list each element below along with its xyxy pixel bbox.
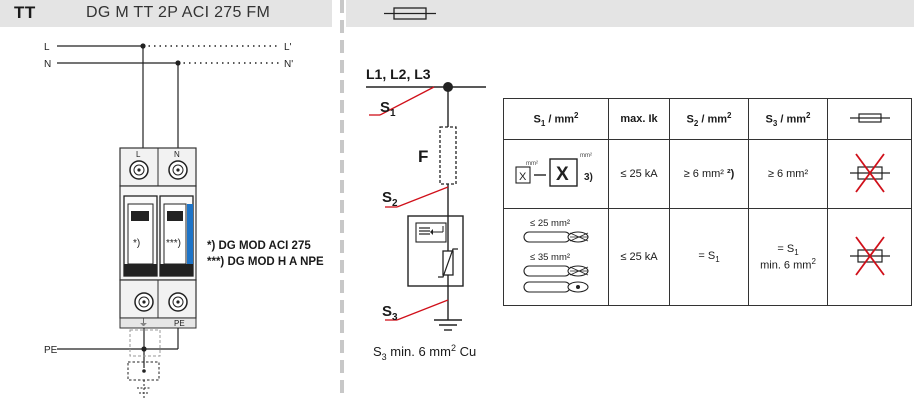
label-L-out: L' (284, 42, 292, 53)
s3-label: S3 (382, 303, 398, 323)
fuse-crossed-out-icon (849, 152, 890, 193)
label-L: L (44, 42, 50, 53)
terminal-screw-icon (168, 160, 188, 180)
row2-s3: = S1 min. 6 mm2 (748, 208, 828, 306)
header-s2: S2 / mm2 (669, 98, 749, 140)
label-N: N (44, 59, 51, 70)
module-left-mark: *) (133, 238, 140, 249)
terminal-screw-icon (168, 292, 188, 312)
table-row: X mm² X mm² 3) ≤ 25 kA ≥ 6 mm² ²) ≥ 6 mm… (503, 139, 912, 209)
row1-s2: ≥ 6 mm² ²) (669, 139, 749, 209)
module-note-1: *) DG MOD ACI 275 (207, 240, 311, 252)
header-fuse (827, 98, 912, 140)
fuse-label: F (418, 147, 428, 166)
module-right (159, 195, 194, 277)
row1-s1-cell: X mm² X mm² 3) (503, 139, 609, 209)
row2-s2: = S1 (669, 208, 749, 306)
panel-divider (340, 0, 344, 400)
fuse-crossed-out-icon (849, 235, 890, 276)
header-max-ik: max. Ik (608, 98, 670, 140)
module-note-2: ***) DG MOD H A NPE (207, 256, 324, 268)
cable-section-icon: ≤ 25 mm² ≤ 35 mm² (523, 218, 589, 293)
fuse-symbol-icon (849, 112, 890, 123)
svg-text:mm²: mm² (526, 161, 538, 167)
s1-label: S1 (380, 99, 396, 119)
device-wiring-diagram: L N L' N' L N *) ***) ⏚ PE PE (44, 42, 293, 400)
system-type-label: TT (14, 3, 36, 22)
terminal-label-ground: ⏚ (139, 318, 148, 328)
terminal-label-PE: PE (174, 319, 185, 328)
table-row: ≤ 25 mm² ≤ 35 mm² ≤ 25 kA = S1 = S1 mi (503, 208, 912, 306)
terminal-label-N: N (174, 150, 180, 159)
terminal-label-L: L (136, 150, 141, 159)
fuse-symbol-icon (384, 7, 436, 20)
installation-schematic: L1, L2, L3 S1 F S2 S3 S3 min. 6 mm2 Cu (366, 66, 486, 362)
phases-label: L1, L2, L3 (366, 66, 431, 82)
svg-text:≤ 25 mm²: ≤ 25 mm² (530, 218, 570, 229)
module-right-mark: ***) (166, 238, 181, 249)
cross-section-relation-icon: X mm² X mm² 3) (515, 153, 593, 187)
row1-fuse-not-required (827, 139, 912, 209)
cross-section-table: S1 / mm2 max. Ik S2 / mm2 S3 / mm2 X mm²… (503, 98, 912, 306)
svg-text:3): 3) (584, 172, 593, 183)
label-PE: PE (44, 345, 58, 356)
terminal-screw-icon (129, 160, 149, 180)
row2-fuse-not-required (827, 208, 912, 306)
right-header (346, 0, 914, 27)
row1-max-ik: ≤ 25 kA (608, 139, 670, 209)
header-s3: S3 / mm2 (748, 98, 828, 140)
table-header-row: S1 / mm2 max. Ik S2 / mm2 S3 / mm2 (503, 98, 912, 140)
svg-text:X: X (519, 171, 527, 183)
module-left (123, 195, 158, 277)
left-header: TT DG M TT 2P ACI 275 FM (0, 0, 332, 27)
svg-text:mm²: mm² (580, 153, 592, 159)
terminal-screw-icon (134, 292, 154, 312)
surge-arrester-device (119, 147, 197, 329)
product-name: DG M TT 2P ACI 275 FM (86, 4, 271, 21)
svg-text:X: X (556, 164, 569, 185)
fuse-box (439, 126, 457, 185)
row2-s1-cell: ≤ 25 mm² ≤ 35 mm² (503, 208, 609, 306)
row2-max-ik: ≤ 25 kA (608, 208, 670, 306)
s3-min-note: S3 min. 6 mm2 Cu (373, 343, 476, 362)
s2-label: S2 (382, 189, 398, 209)
label-N-out: N' (284, 59, 293, 70)
header-s1: S1 / mm2 (503, 98, 609, 140)
svg-text:≤ 35 mm²: ≤ 35 mm² (530, 252, 570, 263)
row1-s3: ≥ 6 mm² (748, 139, 828, 209)
